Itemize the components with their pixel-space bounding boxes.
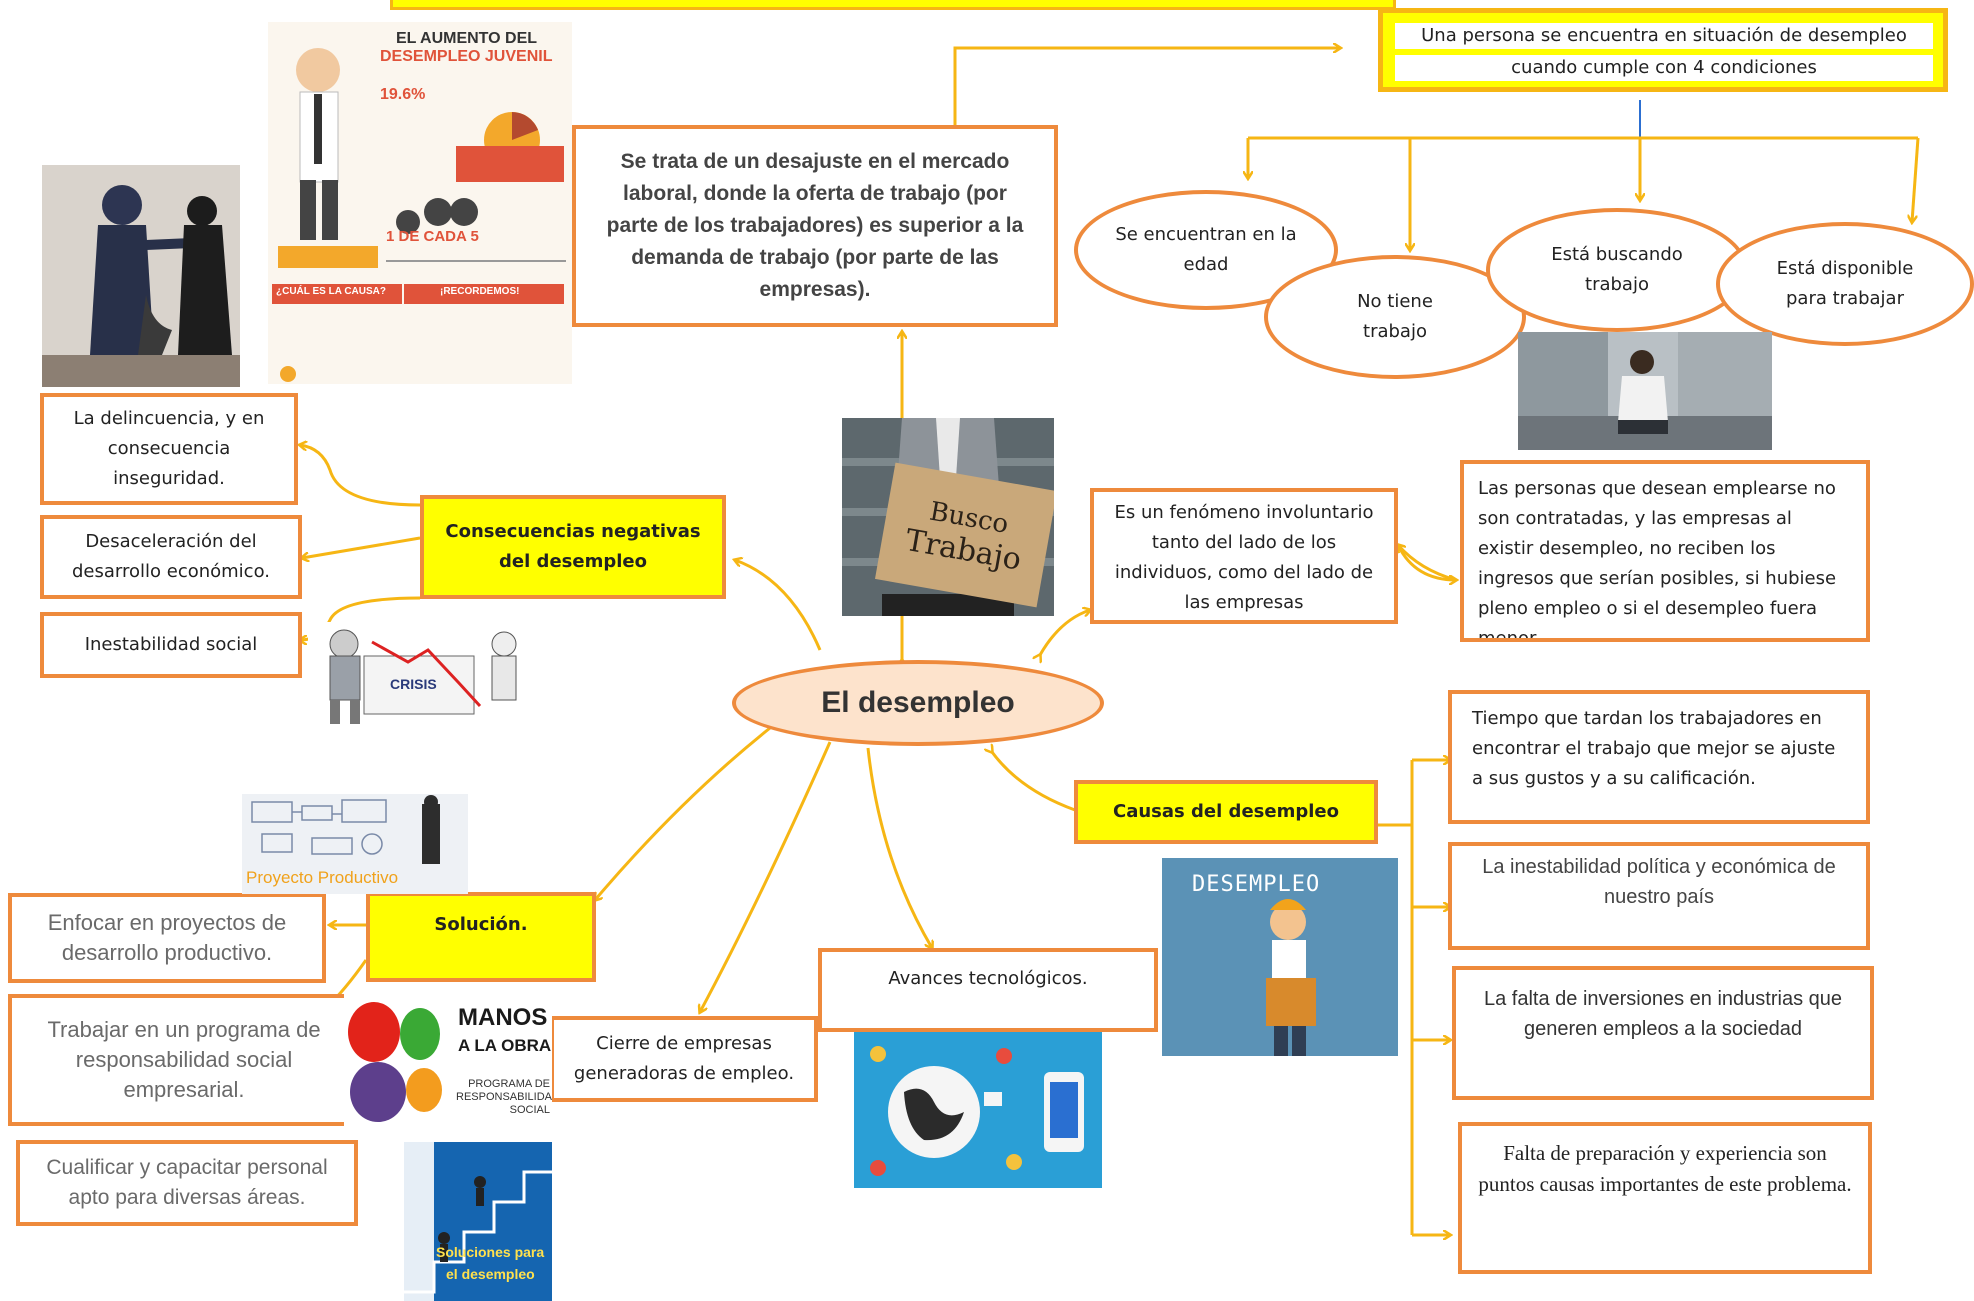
consequence-delinquency: La delincuencia, y en consecuencia inseg… <box>40 393 298 505</box>
infographic-title-1: EL AUMENTO DEL <box>396 30 538 47</box>
infographic-figure <box>272 48 566 382</box>
consequence-instability: Inestabilidad social <box>40 612 302 678</box>
stressed-man-photo <box>1518 332 1772 450</box>
desempleo-card-figure <box>1266 899 1316 1056</box>
cause-time: Tiempo que tardan los trabajadores en en… <box>1448 690 1870 824</box>
robbery-figures <box>42 185 240 387</box>
consequence-slowdown: Desaceleración del desarrollo económico. <box>40 515 302 599</box>
stressed-man-scene <box>1518 332 1772 450</box>
tech-world-icons <box>870 1046 1084 1176</box>
branch-tech: Avances tecnológicos. <box>818 948 1158 1032</box>
cause-political: La inestabilidad política y económica de… <box>1448 842 1870 950</box>
condition-no-job: No tiene trabajo <box>1264 255 1526 379</box>
infographic-question: ¿CUÁL ES LA CAUSA? <box>276 286 386 297</box>
causes-title: Causas del desempleo <box>1074 780 1378 844</box>
soluciones-image: Soluciones para el desempleo <box>404 1142 552 1301</box>
soluciones-line-2: el desempleo <box>446 1266 535 1282</box>
definition-box: Se trata de un desajuste en el mercado l… <box>572 125 1058 327</box>
infographic-stat-2: 1 DE CADA 5 <box>386 228 479 245</box>
infographic-remember: ¡RECORDEMOS! <box>440 286 520 297</box>
tech-world-image <box>854 1032 1102 1188</box>
solution-title: Solución. <box>366 892 596 982</box>
proyecto-productivo-image: Proyecto Productivo <box>242 794 468 894</box>
soluciones-steps <box>404 1142 552 1301</box>
phenomenon-box: Es un fenómeno involuntario tanto del la… <box>1090 488 1398 624</box>
central-topic: El desempleo <box>732 660 1104 746</box>
cause-investment: La falta de inversiones en industrias qu… <box>1452 966 1874 1100</box>
crisis-label: CRISIS <box>390 676 437 692</box>
solution-responsibility: Trabajar en un programa de responsabilid… <box>8 994 360 1126</box>
proyecto-sketch <box>251 795 440 864</box>
conditions-line-1: Una persona se encuentra en situación de… <box>1395 23 1933 49</box>
desempleo-card-image: DESEMPLEO <box>1162 858 1398 1056</box>
cause-preparation: Falta de preparación y experiencia son p… <box>1458 1122 1872 1274</box>
manos-subtitle: PROGRAMA DE RESPONSABILIDAD SOCIAL <box>456 1078 552 1116</box>
solution-training: Cualificar y capacitar personal apto par… <box>16 1140 358 1226</box>
condition-searching: Está buscando trabajo <box>1486 208 1748 332</box>
consequences-title: Consecuencias negativas del desempleo <box>420 495 726 599</box>
proyecto-label: Proyecto Productivo <box>246 868 399 887</box>
desempleo-card-title: DESEMPLEO <box>1192 872 1321 897</box>
busco-trabajo-photo: Busco Trabajo <box>842 418 1054 616</box>
condition-age: Se encuentran en la edad <box>1074 190 1338 310</box>
soluciones-line-1: Soluciones para <box>436 1244 545 1260</box>
condition-available: Está disponible para trabajar <box>1716 222 1974 346</box>
infographic-stat: 19.6% <box>380 86 426 103</box>
top-bar <box>390 0 1396 10</box>
robbery-photo <box>42 165 240 387</box>
manos-line-2: A LA OBRA <box>458 1036 552 1055</box>
phenomenon-detail: Las personas que desean emplearse no son… <box>1460 460 1870 642</box>
manos-petals <box>348 1002 442 1122</box>
infographic-title-2: DESEMPLEO JUVENIL <box>380 48 553 65</box>
infographic-image: EL AUMENTO DEL DESEMPLEO JUVENIL 19.6% 1… <box>268 22 572 384</box>
crisis-drawing <box>329 629 517 724</box>
solution-productive: Enfocar en proyectos de desarrollo produ… <box>8 893 326 983</box>
branch-closure: Cierre de empresas generadoras de empleo… <box>550 1016 818 1102</box>
manos-a-la-obra-logo: MANOS A LA OBRA PROGRAMA DE RESPONSABILI… <box>344 994 552 1126</box>
conditions-header: Una persona se encuentra en situación de… <box>1378 8 1948 92</box>
crisis-cartoon: CRISIS <box>308 622 538 728</box>
conditions-line-2: cuando cumple con 4 condiciones <box>1395 55 1933 81</box>
manos-line-1: MANOS <box>458 1004 548 1031</box>
